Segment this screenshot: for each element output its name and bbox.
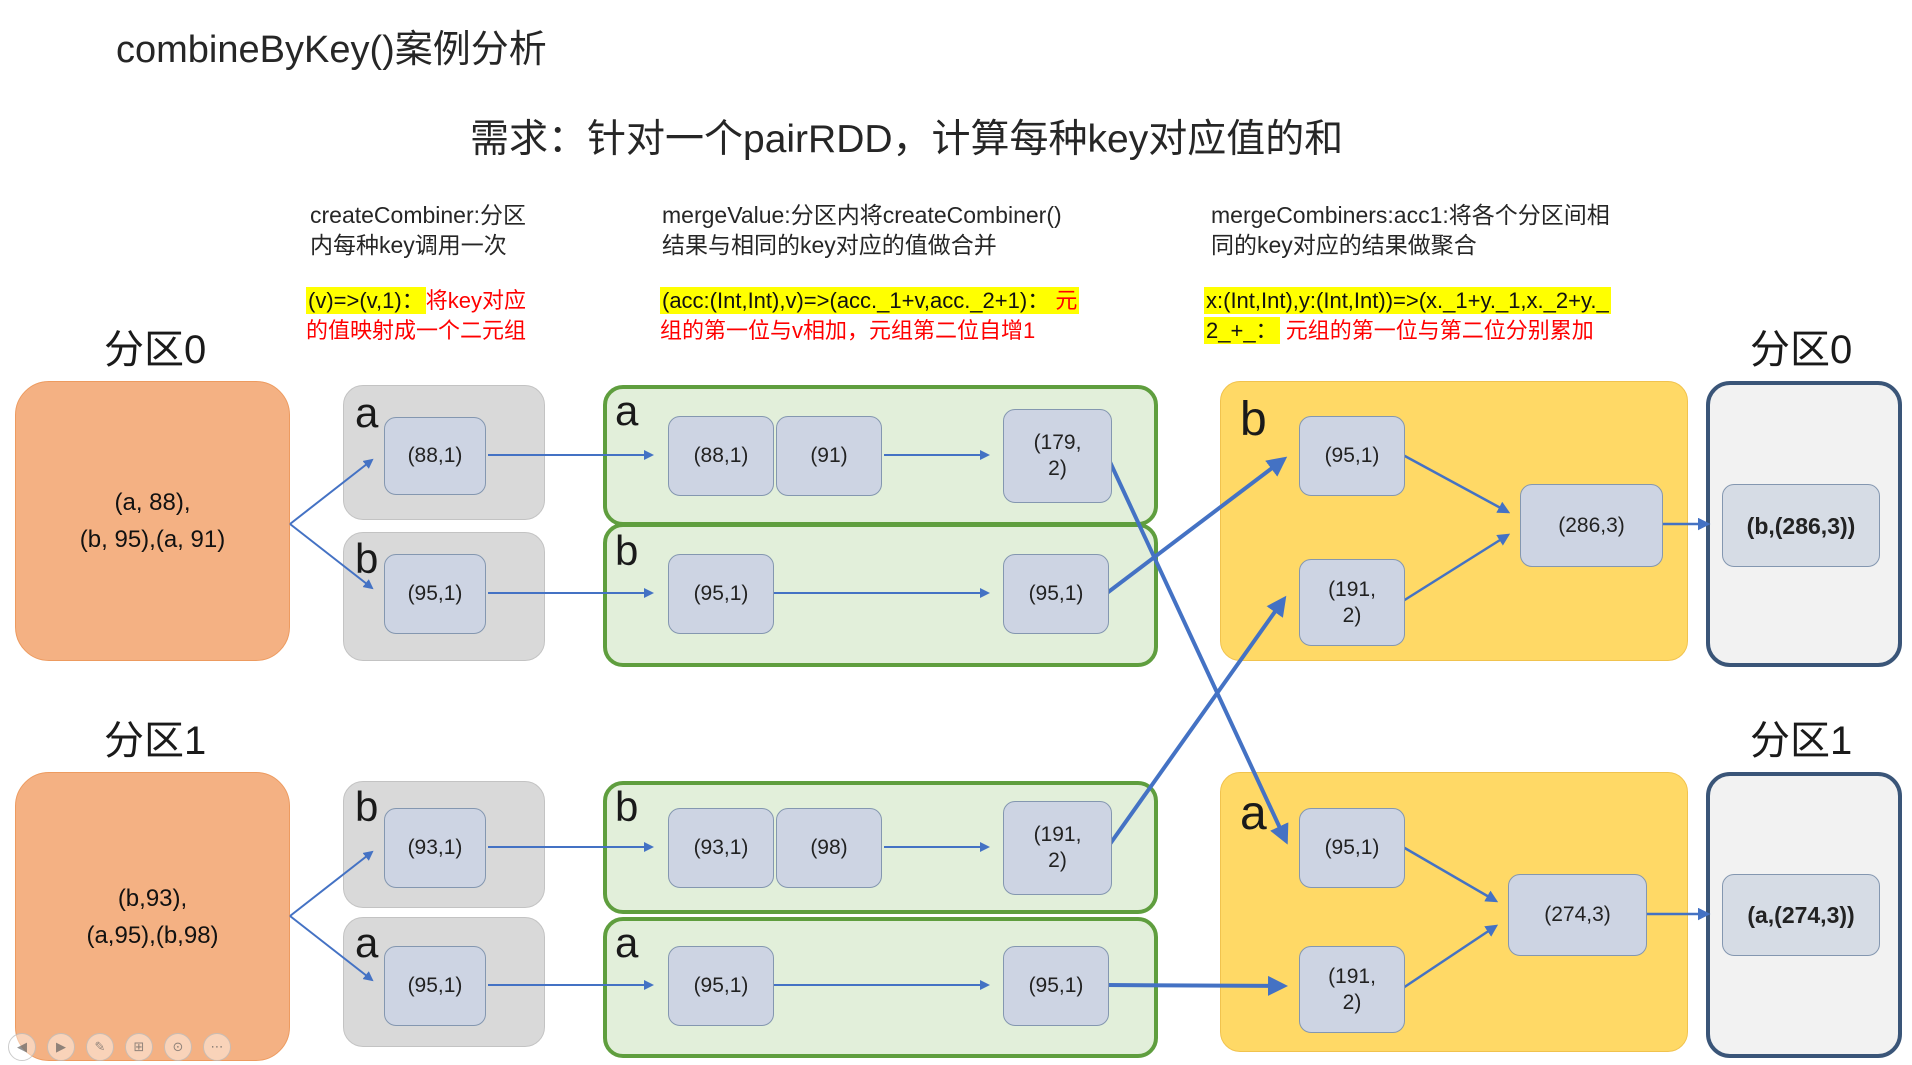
merge-value-header: mergeValue:分区内将createCombiner() 结果与相同的ke… xyxy=(662,202,1062,258)
node-sum-b: (286,3) xyxy=(1520,484,1663,567)
merge-combiners-note: x:(Int,Int),y:(Int,Int))=>(x._1+y._1,x._… xyxy=(1204,287,1611,344)
key-label: a xyxy=(615,919,639,966)
node: (95,1) xyxy=(1299,416,1405,496)
zoom-icon[interactable]: ⊙ xyxy=(164,1033,192,1061)
node: (95,1) xyxy=(668,554,774,634)
node: (191, 2) xyxy=(1299,946,1405,1033)
output-partition0-label: 分区0 xyxy=(1750,328,1853,372)
node: (93,1) xyxy=(668,808,774,888)
more-icon[interactable]: ⋯ xyxy=(203,1033,231,1061)
node: (95,1) xyxy=(1299,808,1405,888)
node: (191, 2) xyxy=(1299,559,1405,646)
key-label: a xyxy=(1240,787,1267,840)
key-label: b xyxy=(355,783,379,830)
output-partition1-label: 分区1 xyxy=(1750,719,1853,763)
merge-combiners-header: mergeCombiners:acc1:将各个分区间相 同的key对应的结果做聚… xyxy=(1211,202,1610,258)
key-label: b xyxy=(615,527,639,574)
input-partition1-box: (b,93), (a,95),(b,98) xyxy=(15,772,290,1061)
node-sum-a: (274,3) xyxy=(1508,874,1647,956)
node: (88,1) xyxy=(384,417,486,495)
merge-combiners-code-line2: 2_+_： xyxy=(1204,317,1280,344)
node: (95,1) xyxy=(384,554,486,634)
input-partition0-box: (a, 88), (b, 95),(a, 91) xyxy=(15,381,290,661)
node: (88,1) xyxy=(668,416,774,496)
node: (93,1) xyxy=(384,808,486,888)
node: (191, 2) xyxy=(1003,801,1112,895)
key-label: b xyxy=(355,535,379,582)
play-icon[interactable]: ▶ xyxy=(47,1033,75,1061)
node: (91) xyxy=(776,416,882,496)
node: (98) xyxy=(776,808,882,888)
requirement-text: 需求：针对一个pairRDD，计算每种key对应值的和 xyxy=(470,118,1344,161)
key-label: a xyxy=(355,919,379,966)
node: (95,1) xyxy=(668,946,774,1026)
merge-value-code: (acc:(Int,Int),v)=>(acc._1+v,acc._2+1)： … xyxy=(660,287,1080,314)
input-partition0-label: 分区0 xyxy=(104,328,207,372)
create-combiner-code: (v)=>(v,1)： xyxy=(306,287,426,314)
page-title: combineByKey()案例分析 xyxy=(116,29,547,71)
create-combiner-header: createCombiner:分区 内每种key调用一次 xyxy=(310,202,527,258)
input-partition1-label: 分区1 xyxy=(104,719,207,763)
pen-icon[interactable]: ✎ xyxy=(86,1033,114,1061)
key-label: a xyxy=(355,389,379,436)
previous-slide-icon[interactable]: ◀ xyxy=(8,1033,36,1061)
output-result-a: (a,(274,3)) xyxy=(1722,874,1880,956)
key-label: b xyxy=(1240,393,1267,446)
merge-value-note: (acc:(Int,Int),v)=>(acc._1+v,acc._2+1)： … xyxy=(660,287,1080,343)
output-result-b: (b,(286,3)) xyxy=(1722,484,1880,567)
node: (95,1) xyxy=(384,946,486,1026)
node: (95,1) xyxy=(1003,946,1109,1026)
node: (179, 2) xyxy=(1003,409,1112,503)
key-label: b xyxy=(615,783,639,830)
create-combiner-note: (v)=>(v,1)：将key对应 的值映射成一个二元组 xyxy=(306,287,527,343)
grid-icon[interactable]: ⊞ xyxy=(125,1033,153,1061)
key-label: a xyxy=(615,387,639,434)
merge-combiners-code-line1: x:(Int,Int),y:(Int,Int))=>(x._1+y._1,x._… xyxy=(1204,287,1611,314)
presenter-toolbar: ◀ ▶ ✎ ⊞ ⊙ ⋯ xyxy=(8,1033,231,1061)
node: (95,1) xyxy=(1003,554,1109,634)
